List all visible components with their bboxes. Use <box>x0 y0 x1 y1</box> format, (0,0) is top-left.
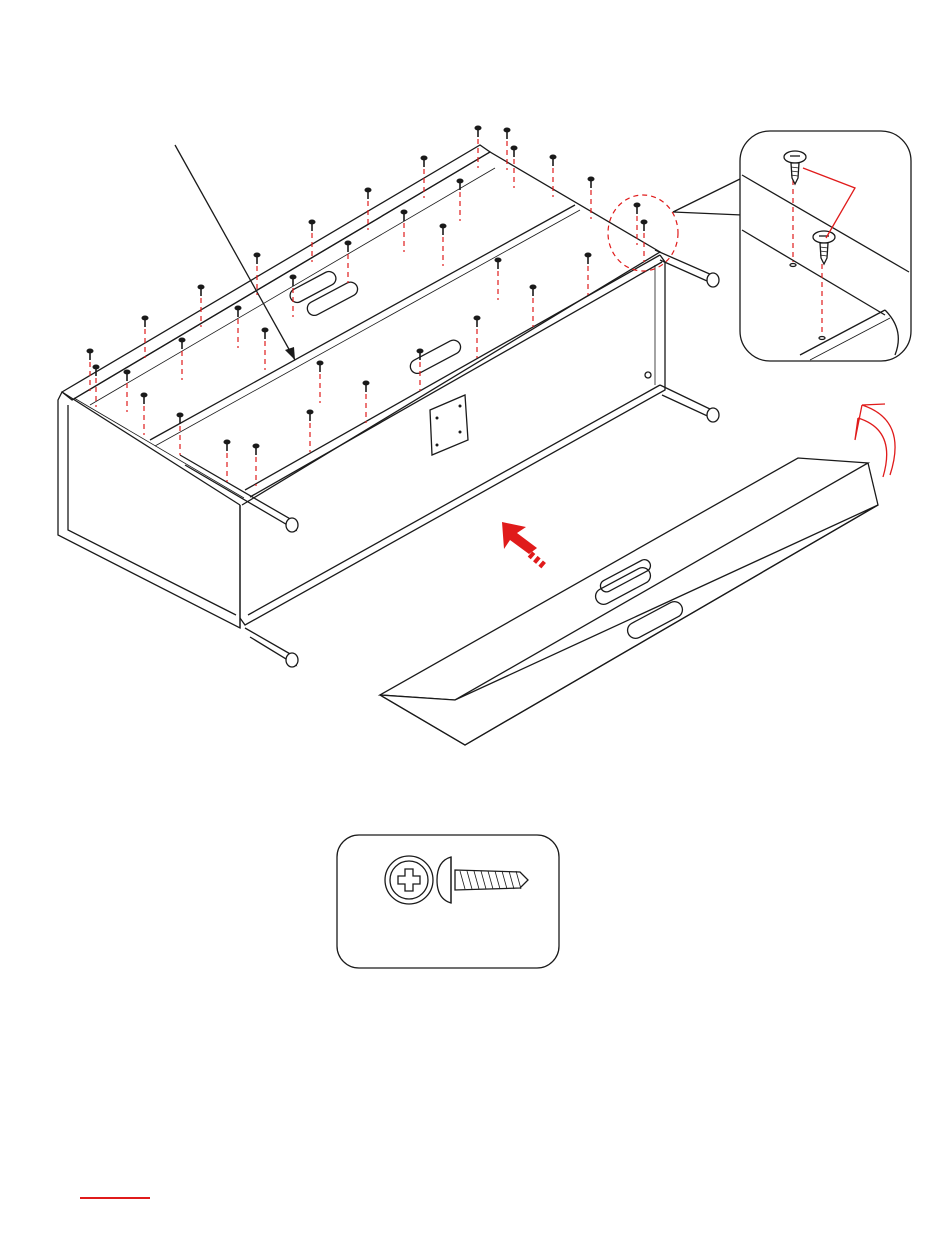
screw-icon <box>474 316 481 359</box>
screw-icon <box>307 410 314 453</box>
screw-icon <box>198 285 205 328</box>
screw-icon <box>363 381 370 424</box>
hardware-legend <box>337 835 559 968</box>
screw-icon <box>87 349 94 392</box>
screw-icon <box>457 179 464 222</box>
screw-icon <box>253 444 260 487</box>
screw-icon <box>345 241 352 284</box>
screw-icon <box>262 328 269 371</box>
screw-icon <box>585 253 592 296</box>
screw-icon <box>235 306 242 349</box>
callout-marker <box>608 195 678 271</box>
back-panel <box>380 458 878 745</box>
screw-icon <box>317 361 324 404</box>
screw-icon <box>141 393 148 436</box>
screw-icon <box>417 349 424 392</box>
screw-icon <box>142 316 149 359</box>
screw-icon <box>440 224 447 267</box>
screw-set <box>87 126 648 487</box>
screw-icon <box>530 285 537 328</box>
screw-icon <box>495 258 502 301</box>
screw-icon <box>634 203 641 246</box>
insert-arrow-icon <box>502 522 544 566</box>
detail-callout <box>740 131 911 361</box>
screw-icon <box>124 370 131 413</box>
screw-icon <box>401 210 408 253</box>
screw-icon <box>179 338 186 381</box>
screw-icon <box>224 440 231 483</box>
